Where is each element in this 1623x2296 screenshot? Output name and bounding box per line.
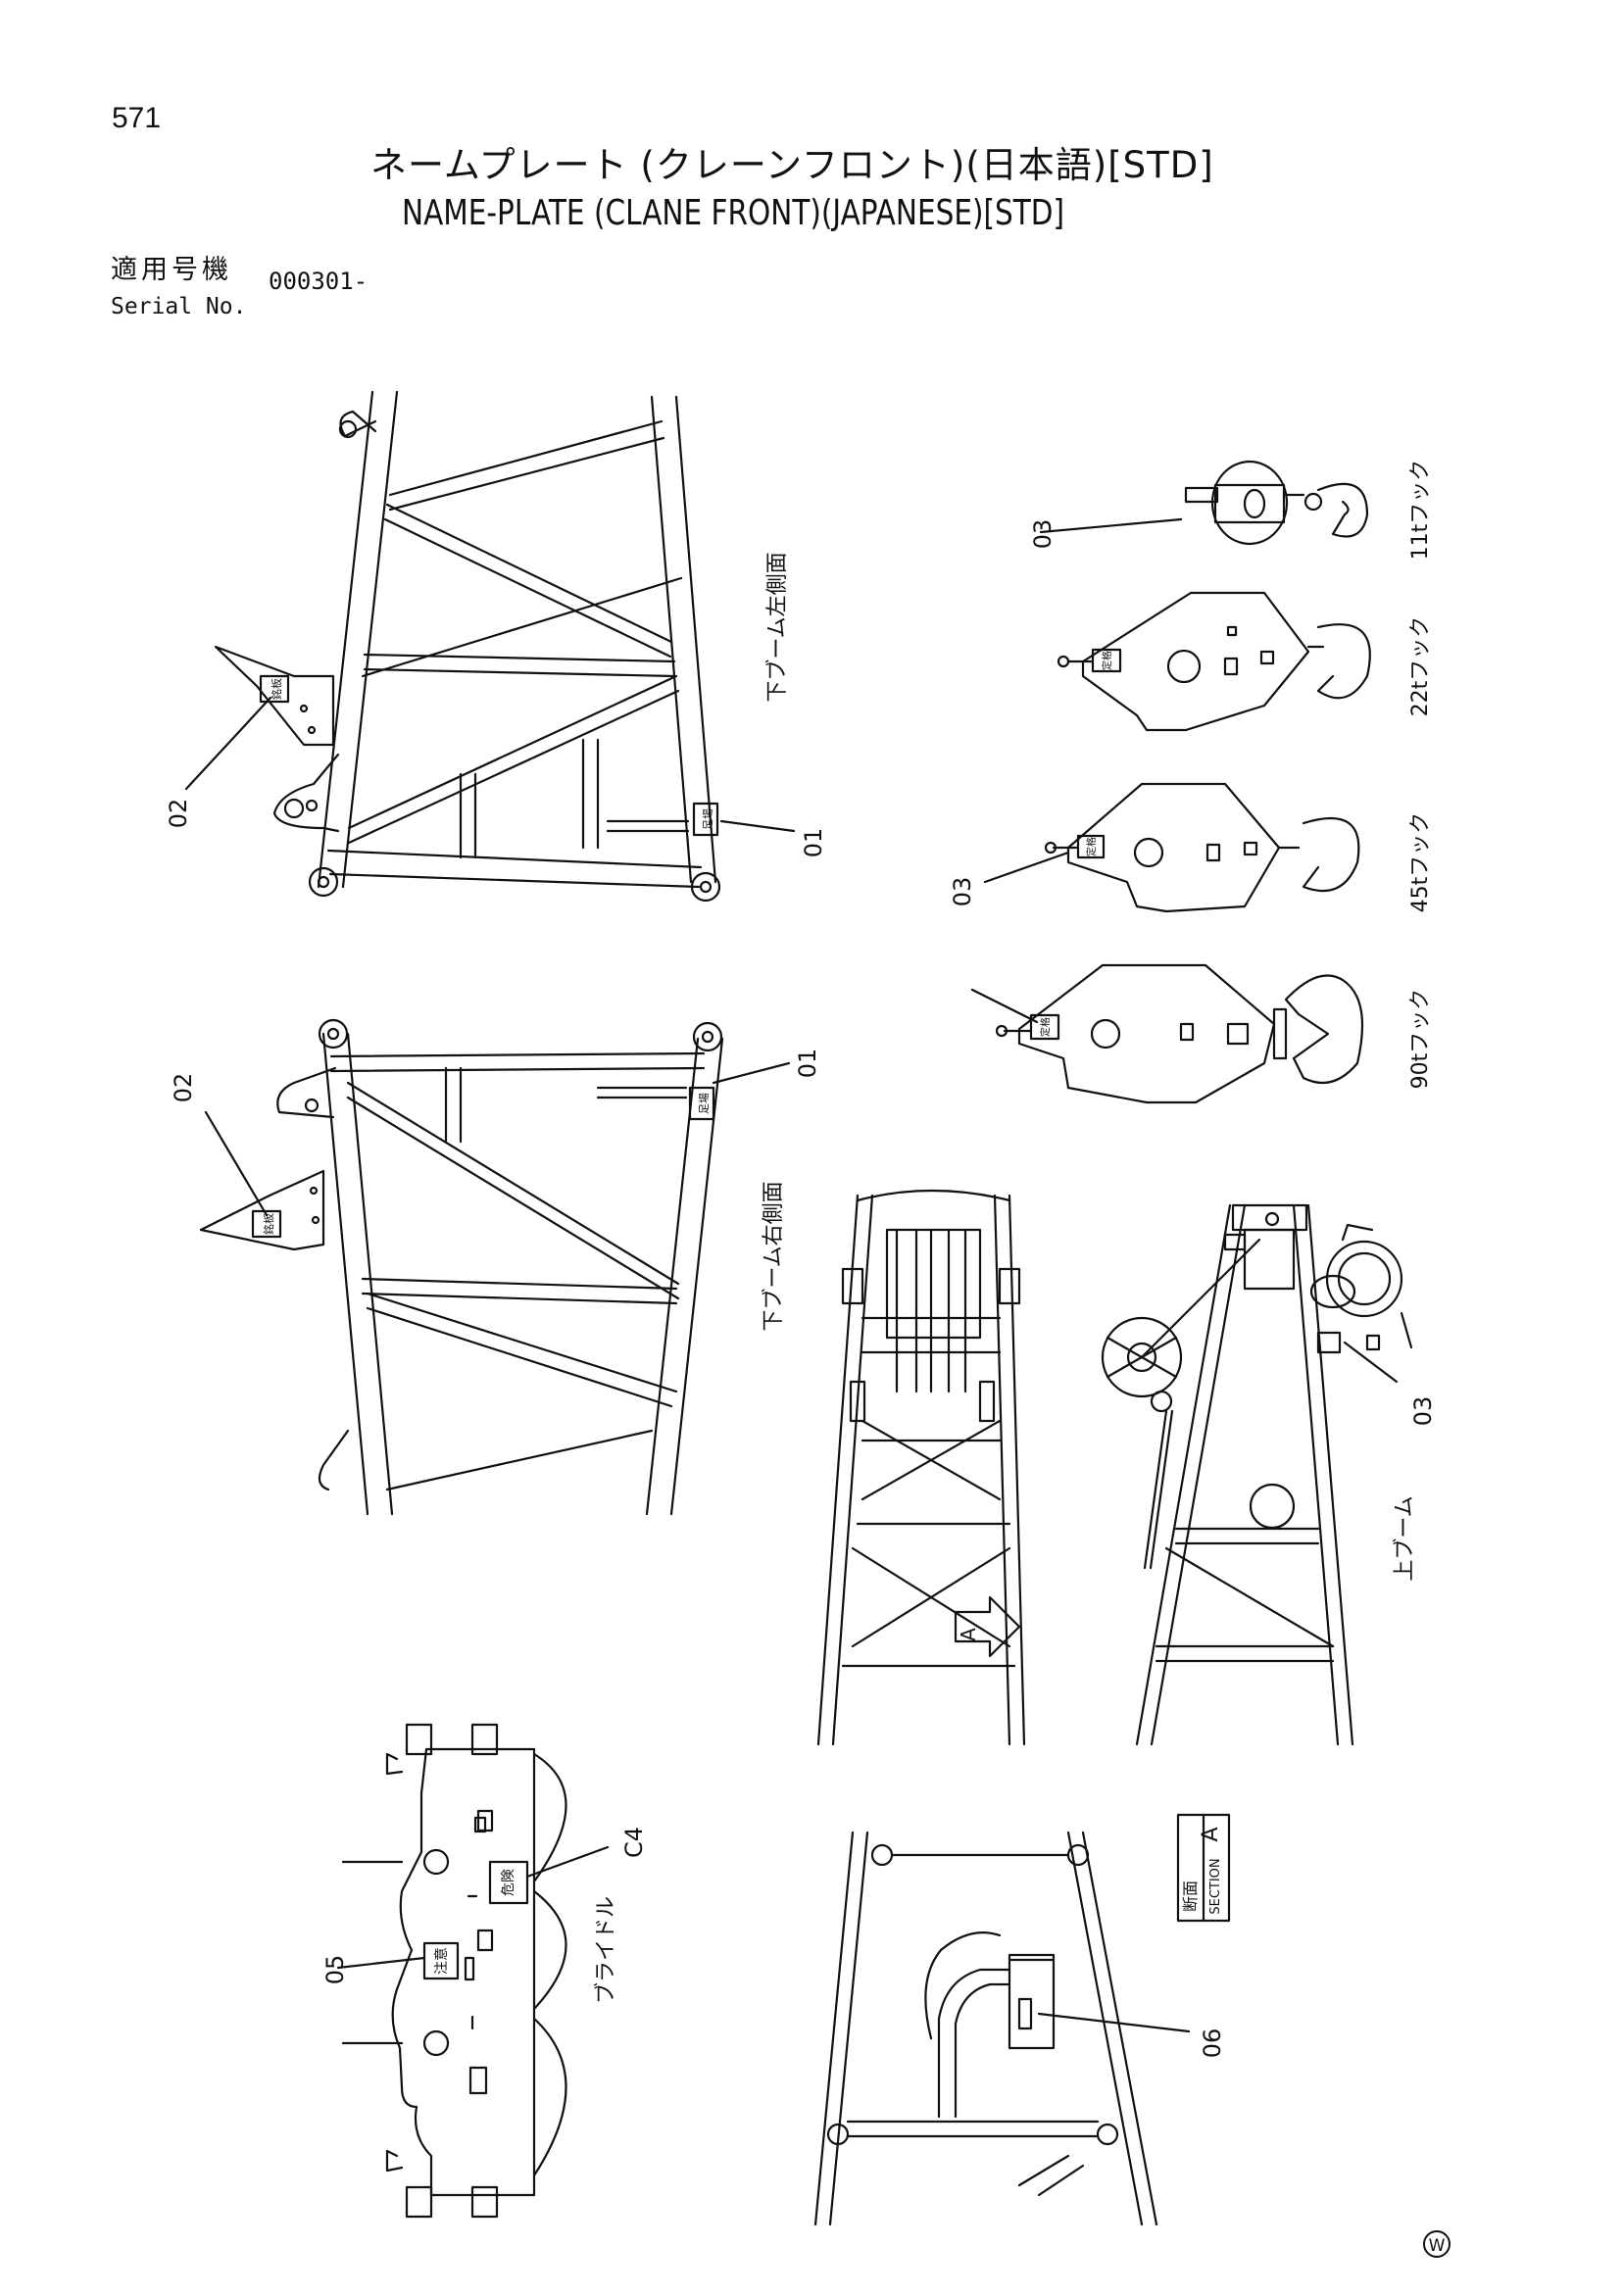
view-label-lower-boom-left: 下ブーム左側面	[765, 552, 790, 702]
plate-01-left: 足場	[702, 808, 714, 830]
callout-06-section-a: 06	[1199, 2028, 1226, 2059]
view-label-hook-11t: 11tフック	[1408, 460, 1433, 561]
plate-02-right: 銘板	[262, 1213, 275, 1235]
plate-03-hook-45t: 定格	[1085, 837, 1098, 856]
callout-02-right-side: 02	[170, 1073, 197, 1103]
hook-11t-drawing	[1184, 460, 1369, 546]
callout-05-bridle: 05	[321, 1955, 349, 1985]
hook-22t-drawing	[1057, 591, 1371, 732]
page-title-japanese: ネームプレート (クレーンフロント)(日本語)[STD]	[370, 144, 1214, 186]
bridle-drawing	[341, 1723, 567, 2219]
plate-02-left: 銘板	[270, 678, 283, 700]
serial-label-japanese: 適用号機	[111, 255, 232, 285]
view-label-hook-22t: 22tフック	[1408, 616, 1433, 717]
view-label-hook-90t: 90tフック	[1408, 989, 1433, 1090]
footer-circled-mark: W	[1423, 2230, 1451, 2258]
plate-03-hook-90t: 定格	[1039, 1017, 1052, 1037]
plate-05-bridle: 注意	[433, 1947, 450, 1975]
footer-mark-letter: W	[1429, 2236, 1446, 2256]
upper-boom-tip-drawing	[1101, 1203, 1413, 1746]
hook-90t-drawing	[995, 963, 1364, 1104]
section-label-letter: A	[1199, 1827, 1223, 1841]
section-label-japanese: 断面	[1181, 1881, 1200, 1912]
view-label-hook-45t: 45tフック	[1408, 812, 1433, 913]
callout-01-left-side: 01	[800, 828, 827, 858]
lower-boom-left-side-drawing	[214, 390, 721, 903]
section-a-drawing	[813, 1831, 1158, 2226]
view-label-lower-boom-right: 下ブーム右側面	[762, 1181, 786, 1331]
plate-04-bridle: 危険	[501, 1869, 516, 1896]
plate-03-hook-22t: 定格	[1101, 651, 1113, 670]
upper-boom-front-drawing	[816, 1189, 1026, 1746]
hook-45t-drawing	[1044, 782, 1360, 913]
callout-01-right-side: 01	[794, 1049, 821, 1079]
callout-03-hook-45t: 03	[949, 877, 976, 907]
callout-03-hook-11t: 03	[1029, 519, 1057, 550]
section-label-english: SECTION	[1208, 1858, 1223, 1914]
callout-03-upper-boom: 03	[1409, 1396, 1437, 1427]
section-arrow-letter: A	[957, 1628, 980, 1641]
serial-number-value: 000301-	[269, 268, 369, 295]
callout-c4-bridle: C4	[620, 1827, 648, 1858]
serial-label-english: Serial No.	[111, 294, 247, 319]
lower-boom-right-side-drawing	[199, 1018, 724, 1516]
page-number: 571	[112, 102, 162, 134]
view-label-bridle: ブライドル	[594, 1896, 618, 2004]
callout-02-left-side: 02	[165, 799, 192, 829]
view-label-upper-boom: 上ブーム	[1393, 1495, 1417, 1581]
page-title-english: NAME-PLATE (CLANE FRONT)(JAPANESE)[STD]	[402, 193, 1065, 233]
plate-01-right: 足場	[698, 1093, 711, 1114]
